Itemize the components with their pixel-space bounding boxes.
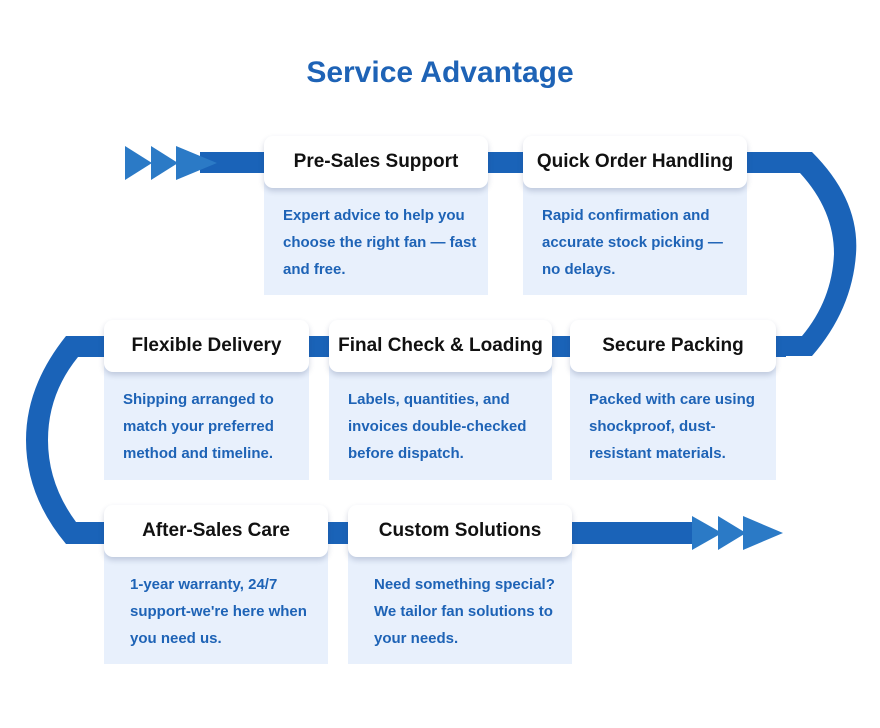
- step-description: Need something special? We tailor fan so…: [374, 576, 555, 647]
- start-arrows-icon: [125, 146, 217, 180]
- step-card-custom-solutions: Custom Solutions Need something special?…: [348, 505, 572, 664]
- step-card-flexible-delivery: Flexible Delivery Shipping arranged to m…: [104, 320, 309, 480]
- page-title: Service Advantage: [306, 56, 574, 89]
- flow-curve-left: [26, 336, 110, 544]
- step-title: Pre-Sales Support: [264, 136, 488, 188]
- step-description: 1-year warranty, 24/7 support-we're here…: [130, 576, 307, 647]
- flow-curve-right: [770, 152, 857, 356]
- step-title: Secure Packing: [570, 320, 776, 372]
- step-title: Flexible Delivery: [104, 320, 309, 372]
- end-arrows-icon: [692, 516, 783, 550]
- step-description: Packed with care using shockproof, dust-…: [589, 391, 755, 462]
- step-card-final-check-loading: Final Check & Loading Labels, quantities…: [329, 320, 552, 480]
- step-description: Expert advice to help you choose the rig…: [283, 207, 477, 278]
- step-title: Custom Solutions: [348, 505, 572, 557]
- step-card-quick-order-handling: Quick Order Handling Rapid confirmation …: [523, 136, 747, 295]
- step-card-after-sales-care: After-Sales Care 1-year warranty, 24/7 s…: [104, 505, 328, 664]
- step-title: Final Check & Loading: [329, 320, 552, 372]
- step-title: After-Sales Care: [104, 505, 328, 557]
- step-description: Labels, quantities, and invoices double-…: [348, 391, 527, 462]
- step-card-secure-packing: Secure Packing Packed with care using sh…: [570, 320, 776, 480]
- step-description: Rapid confirmation and accurate stock pi…: [542, 207, 723, 278]
- step-title: Quick Order Handling: [523, 136, 747, 188]
- step-card-pre-sales-support: Pre-Sales Support Expert advice to help …: [264, 136, 488, 295]
- step-description: Shipping arranged to match your preferre…: [123, 391, 274, 462]
